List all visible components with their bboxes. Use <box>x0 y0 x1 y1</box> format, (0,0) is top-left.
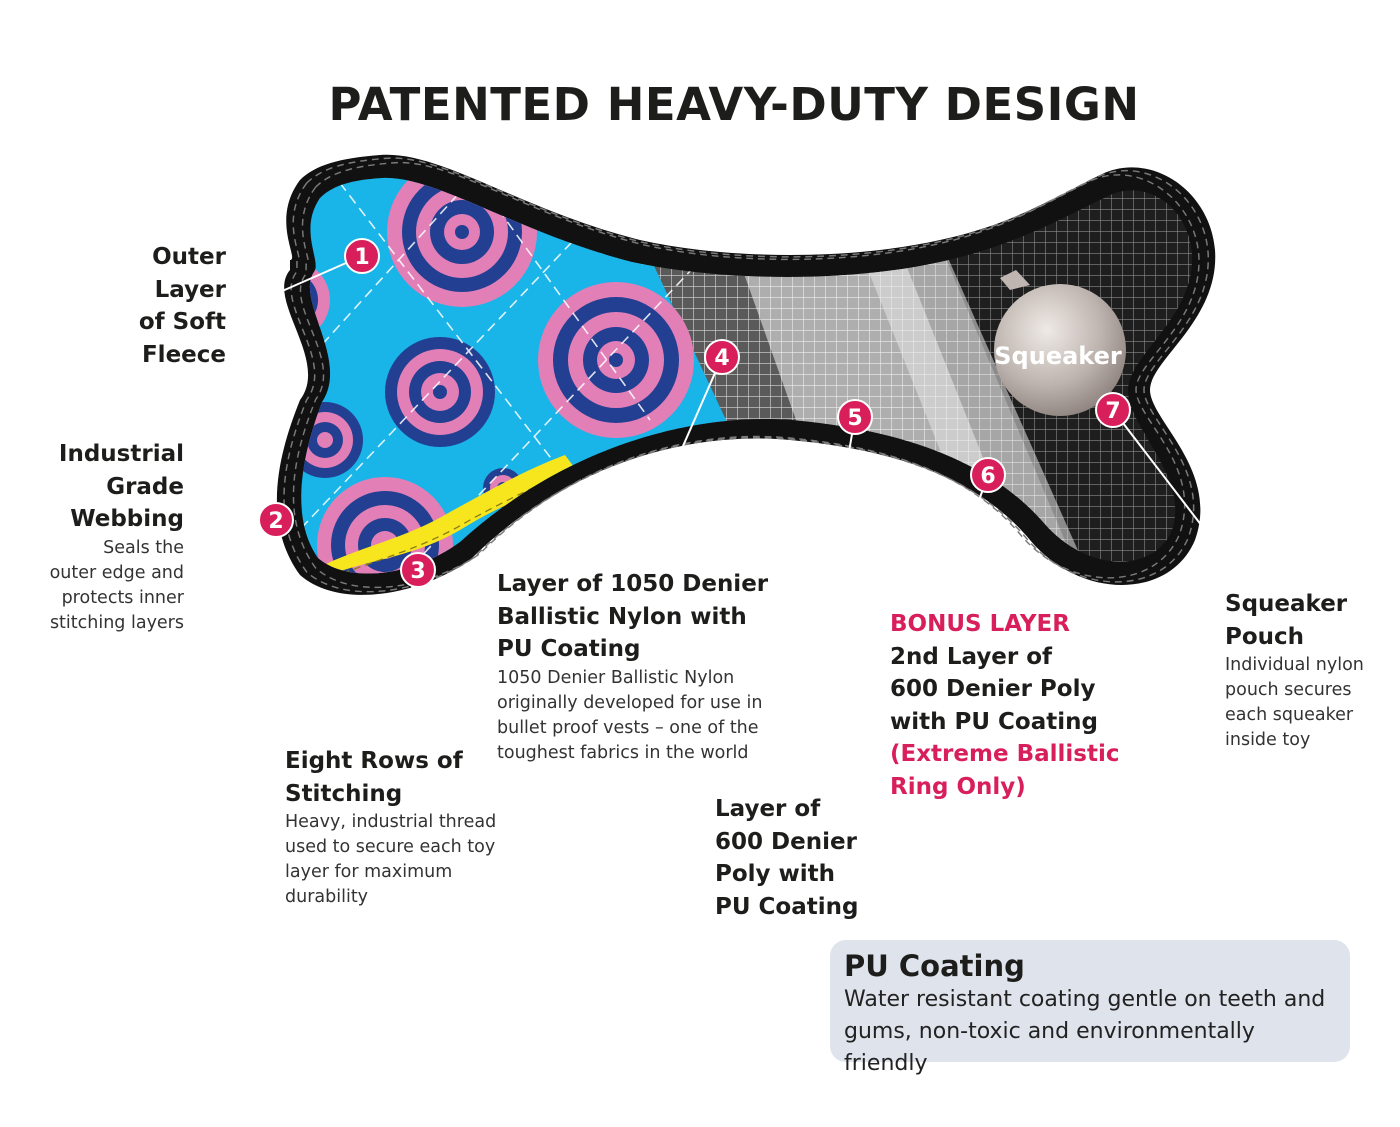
marker-1: 1 <box>344 238 380 274</box>
label-outer-layer: Outer Layer of Soft Fleece <box>40 241 226 371</box>
webbing-heading: Industrial Grade Webbing <box>58 441 184 532</box>
webbing-desc: Seals the outer edge and protects inner … <box>49 537 184 633</box>
marker-7: 7 <box>1095 392 1131 428</box>
squeaker-label: Squeaker <box>994 342 1122 370</box>
marker-2: 2 <box>258 502 294 538</box>
svg-text:5: 5 <box>847 406 862 431</box>
label-bonus: BONUS LAYER 2nd Layer of 600 Denier Poly… <box>890 608 1140 803</box>
callout-title: PU Coating <box>844 949 1025 983</box>
nylon-desc: 1050 Denier Ballistic Nylon originally d… <box>497 667 763 763</box>
poly-heading: Layer of 600 Denier Poly with PU Coating <box>715 796 859 920</box>
label-nylon: Layer of 1050 Denier Ballistic Nylon wit… <box>497 568 797 766</box>
pu-coating-callout: PU Coating Water resistant coating gentl… <box>830 940 1350 1076</box>
outer-layer-heading: Outer Layer of Soft Fleece <box>138 244 226 368</box>
marker-4: 4 <box>704 339 740 375</box>
bonus-tag: BONUS LAYER <box>890 611 1070 637</box>
svg-text:2: 2 <box>268 509 283 534</box>
bonus-note: (Extreme Ballistic Ring Only) <box>890 741 1120 800</box>
callout-desc: Water resistant coating gentle on teeth … <box>844 987 1326 1076</box>
svg-text:4: 4 <box>714 346 729 371</box>
marker-badges: 1 2 3 4 5 6 7 <box>258 238 1131 588</box>
squeaker-ball: Squeaker <box>994 270 1126 416</box>
stitching-desc: Heavy, industrial thread used to secure … <box>285 812 497 907</box>
label-stitching: Eight Rows of Stitching Heavy, industria… <box>285 745 535 910</box>
label-pouch: Squeaker Pouch Individual nylon pouch se… <box>1225 588 1385 753</box>
nylon-heading: Layer of 1050 Denier Ballistic Nylon wit… <box>497 571 769 662</box>
stitching-heading: Eight Rows of Stitching <box>285 748 463 807</box>
svg-text:7: 7 <box>1105 399 1120 424</box>
label-webbing: Industrial Grade Webbing Seals the outer… <box>20 438 184 636</box>
pouch-heading: Squeaker Pouch <box>1225 591 1348 650</box>
marker-6: 6 <box>970 457 1006 493</box>
svg-text:3: 3 <box>410 559 425 584</box>
label-poly: Layer of 600 Denier Poly with PU Coating <box>715 793 885 923</box>
marker-5: 5 <box>837 399 873 435</box>
yellow-webbing <box>305 455 580 574</box>
marker-3: 3 <box>400 552 436 588</box>
svg-text:6: 6 <box>980 464 995 489</box>
page-title: PATENTED HEAVY-DUTY DESIGN <box>328 78 1140 131</box>
svg-text:1: 1 <box>354 245 369 270</box>
pouch-desc: Individual nylon pouch secures each sque… <box>1225 655 1364 750</box>
bonus-heading: 2nd Layer of 600 Denier Poly with PU Coa… <box>890 643 1098 735</box>
